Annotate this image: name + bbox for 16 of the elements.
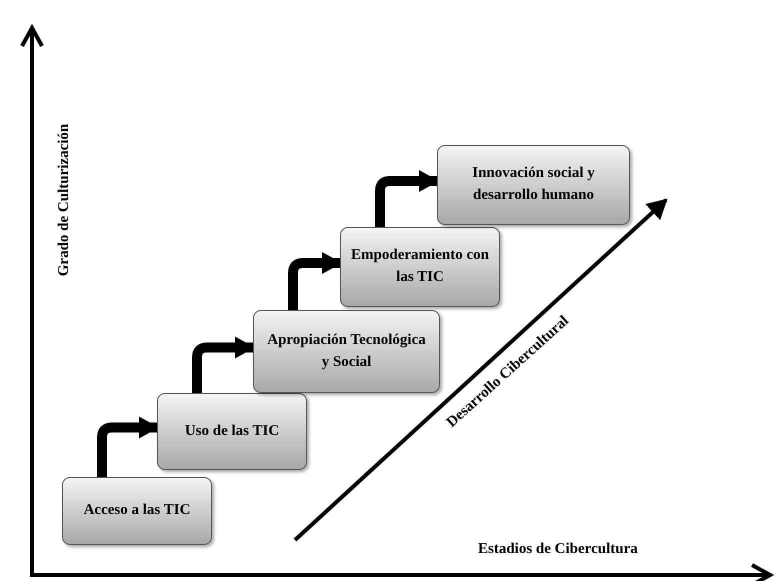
step-box — [253, 310, 440, 393]
arrow — [375, 170, 439, 227]
step-box — [437, 145, 630, 225]
step-label: Innovación social y desarrollo humano — [471, 164, 596, 205]
step-box — [340, 227, 500, 307]
step-label: Empoderamiento con las TIC — [350, 246, 490, 287]
step-label: Acceso a las TIC — [84, 501, 190, 520]
axis-label: Estadios de Cibercultura — [478, 540, 638, 559]
arrow — [97, 416, 159, 477]
step-label: Apropiación Tecnológica y Social — [266, 330, 427, 372]
step-box — [62, 477, 212, 545]
arrow — [192, 336, 255, 393]
step-label: Uso de las TIC — [184, 422, 280, 441]
step-box — [157, 393, 307, 470]
axis-label: Grado de Culturización — [54, 124, 73, 276]
arrow — [288, 252, 342, 310]
